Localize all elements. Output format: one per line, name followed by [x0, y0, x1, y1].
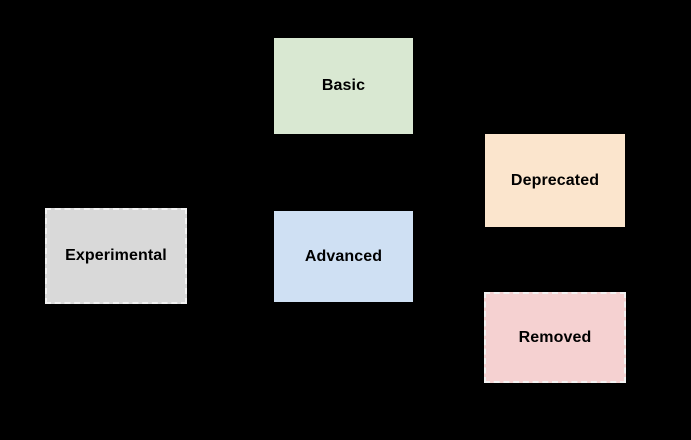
node-label-basic: Basic [321, 77, 366, 95]
node-label-experimental: Experimental [65, 247, 167, 265]
node-removed[interactable]: Removed [484, 292, 626, 383]
node-label-removed: Removed [518, 328, 592, 346]
node-label-deprecated: Deprecated [510, 171, 600, 189]
node-basic[interactable]: Basic [274, 38, 413, 134]
node-experimental[interactable]: Experimental [45, 208, 187, 304]
node-deprecated[interactable]: Deprecated [485, 134, 625, 227]
node-label-advanced: Advanced [304, 247, 383, 265]
node-advanced[interactable]: Advanced [274, 211, 413, 302]
